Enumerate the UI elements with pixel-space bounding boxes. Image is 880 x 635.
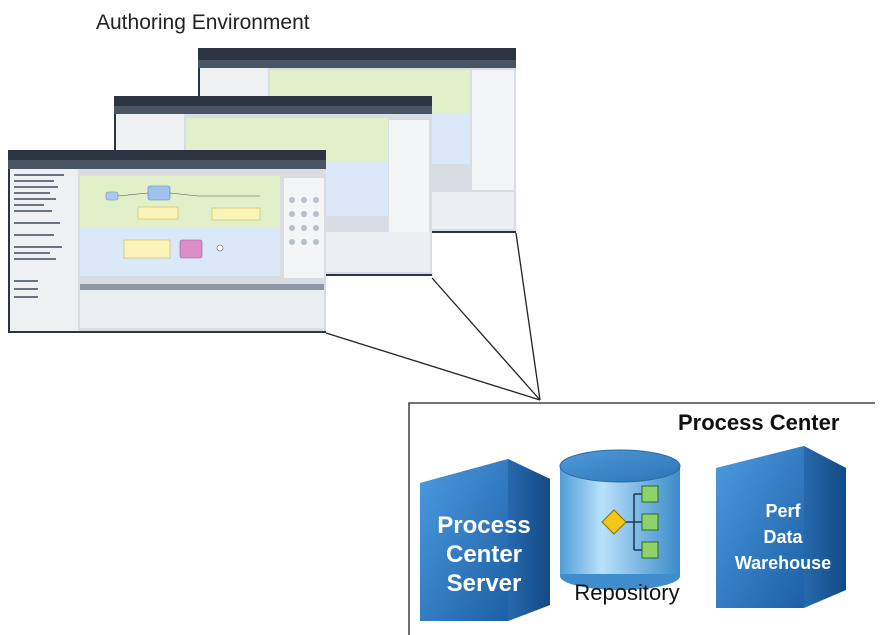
repository-tree-icon — [601, 485, 659, 559]
process-center-box — [408, 402, 875, 635]
process-center-title: Process Center — [678, 410, 840, 435]
server-label-line-3: Server — [447, 570, 522, 597]
warehouse-label-line-3: Warehouse — [735, 553, 831, 573]
process-center-server-cube — [420, 459, 550, 621]
server-label-line-2: Center — [446, 541, 522, 568]
warehouse-label-line-1: Perf — [765, 501, 801, 521]
server-label-line-1: Process — [437, 512, 530, 539]
connector-lines — [325, 232, 541, 401]
warehouse-label-line-2: Data — [763, 527, 803, 547]
authoring-environment-heading: Authoring Environment — [96, 11, 310, 34]
repository-label: Repository — [574, 580, 679, 605]
perf-data-warehouse-cube — [716, 446, 846, 608]
authoring-window-front — [8, 150, 326, 333]
